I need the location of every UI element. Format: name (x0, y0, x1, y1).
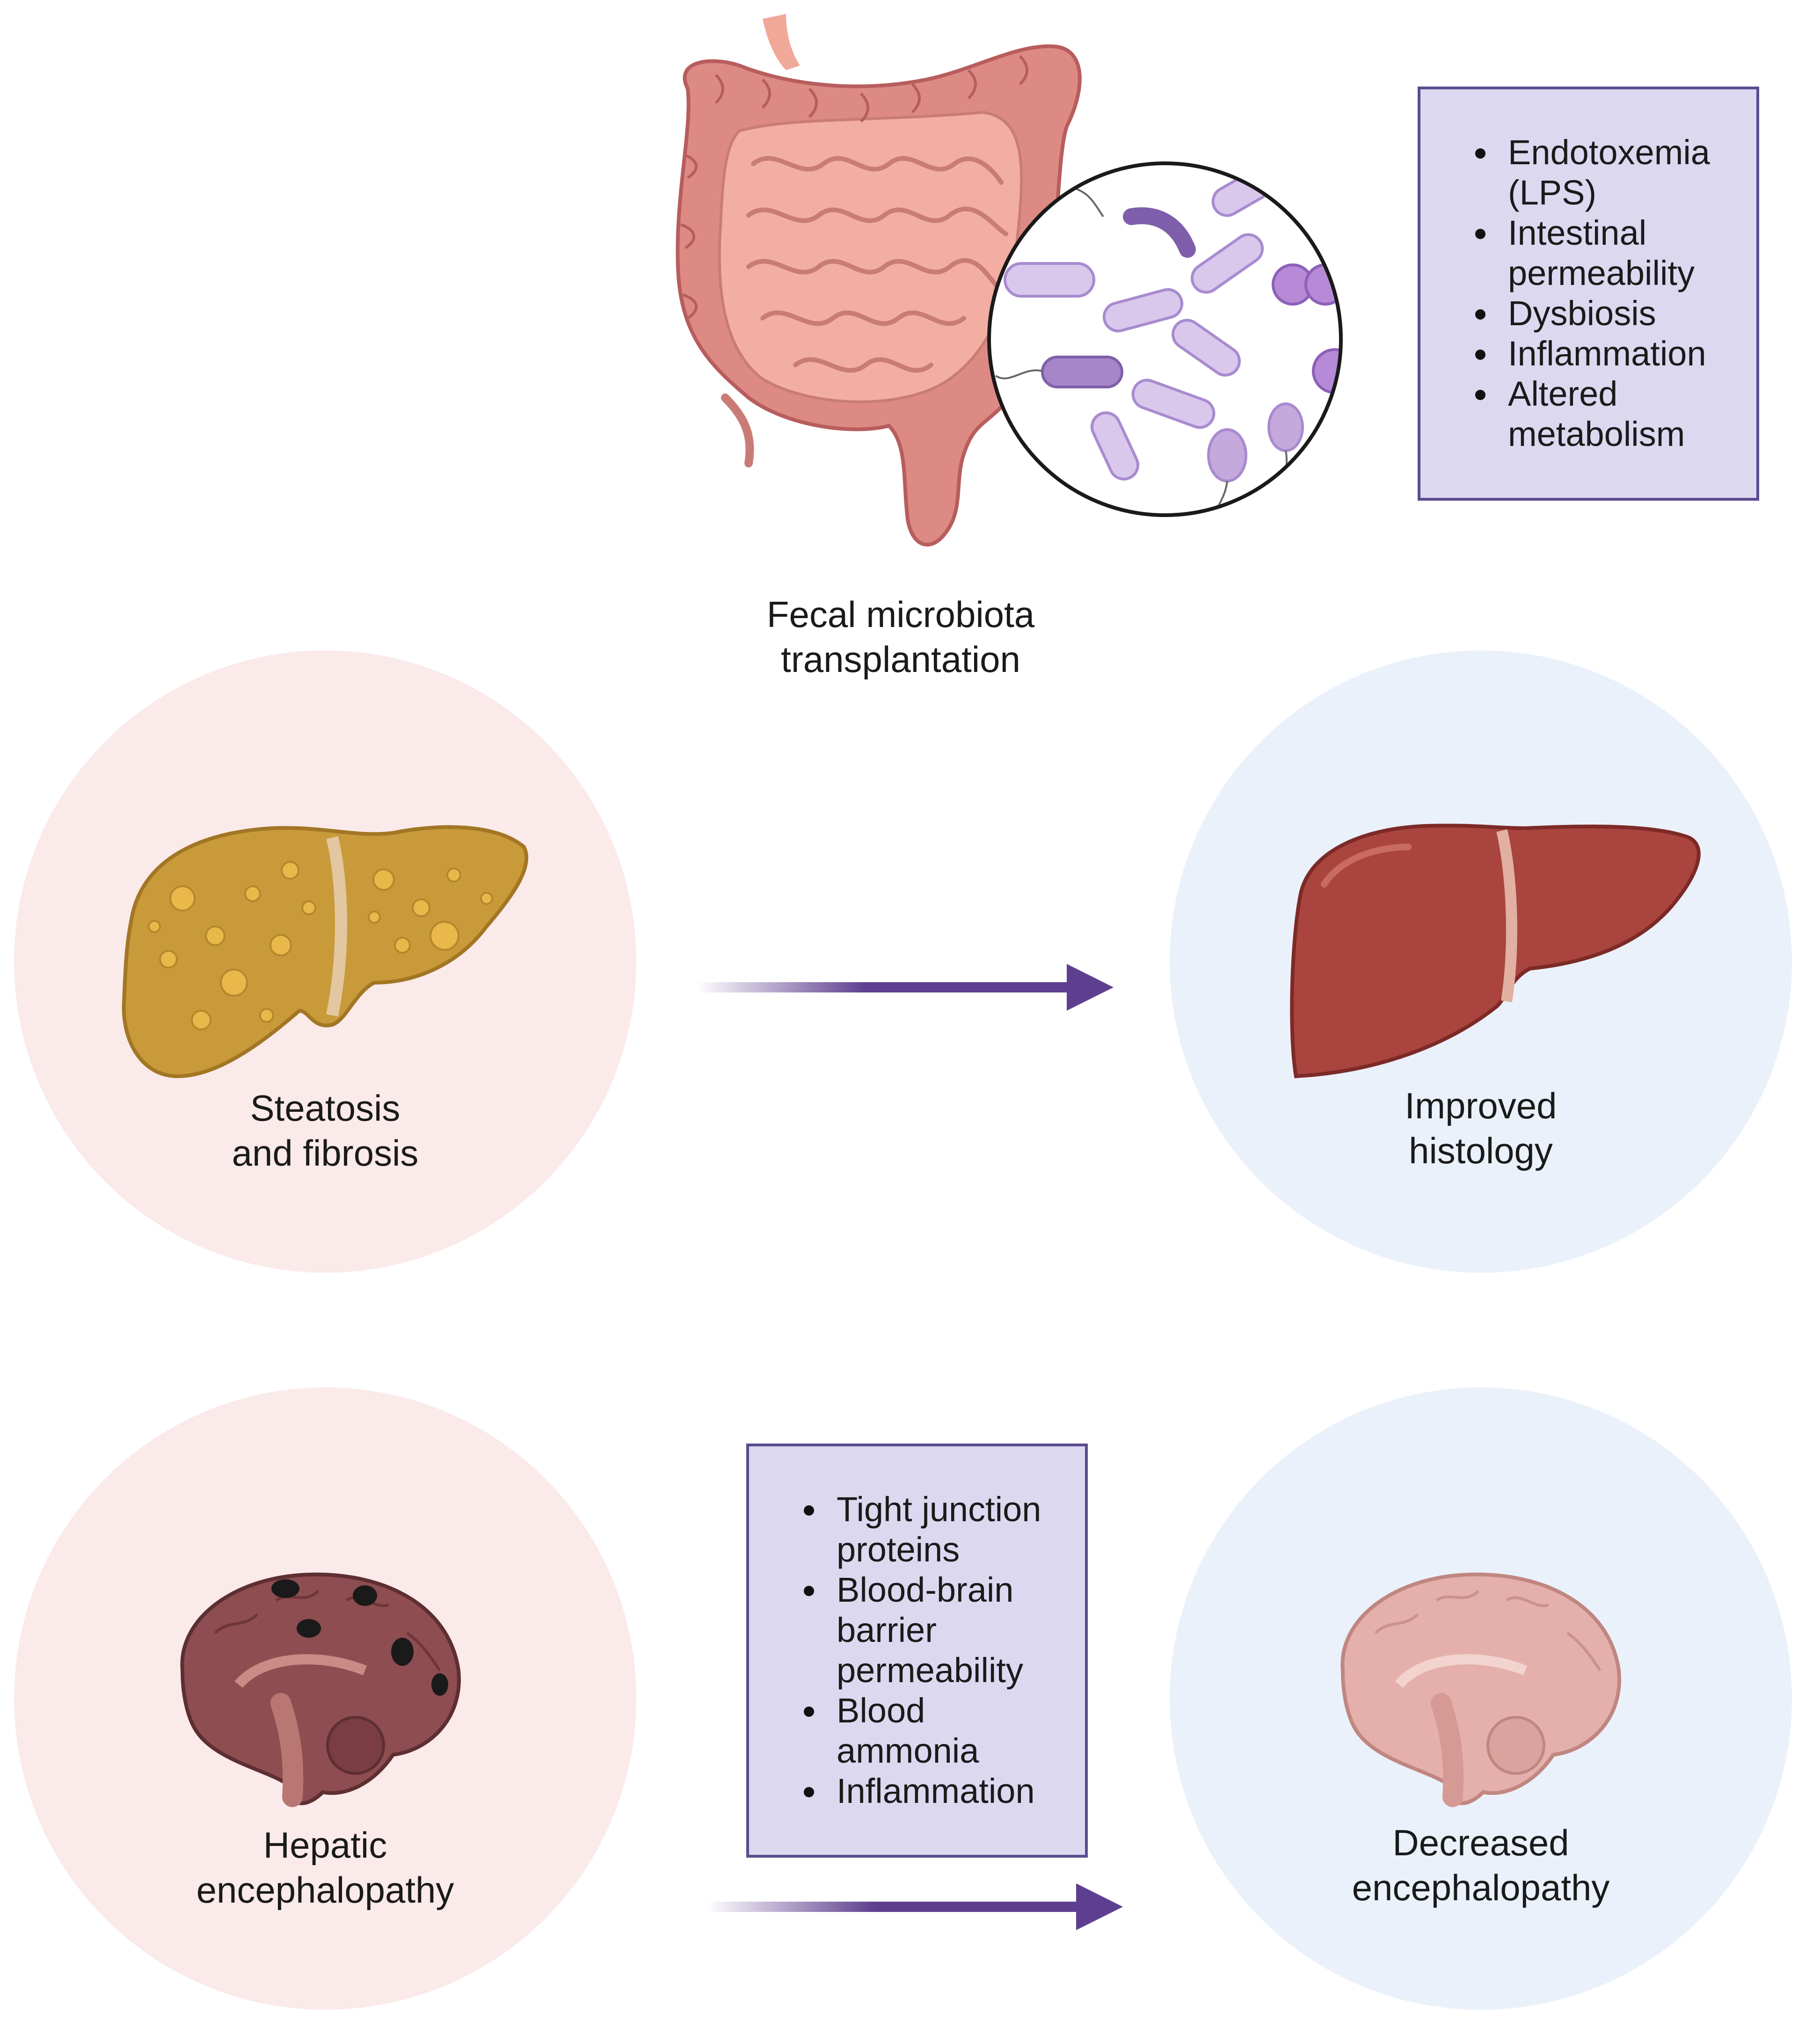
after-liver-label-line1: Improved (1405, 1085, 1557, 1126)
healthy-brain-illustration (1329, 1563, 1628, 1816)
bacteria-icon (995, 169, 1339, 513)
brain-effects-box: Tight junction proteins Blood-brain barr… (746, 1444, 1088, 1858)
list-item: Blood-brain barrier permeability (794, 1570, 1071, 1691)
list-item: Altered metabolism (1465, 374, 1742, 454)
list-item: Tight junction proteins (794, 1489, 1071, 1570)
list-item: Inflammation (794, 1771, 1071, 1811)
after-brain-label-line1: Decreased (1392, 1822, 1569, 1863)
intestine-illustration (646, 14, 1137, 590)
before-brain-label-line1: Hepatic (263, 1824, 387, 1866)
before-liver-label-line2: and fibrosis (232, 1132, 419, 1174)
list-item: Endotoxemia (LPS) (1465, 132, 1742, 213)
liver-improvement-arrow (697, 962, 1114, 1013)
before-liver-label: Steatosis and fibrosis (140, 1086, 510, 1175)
brain-effects-list: Tight junction proteins Blood-brain barr… (794, 1489, 1071, 1811)
list-item: Dysbiosis (1465, 293, 1742, 334)
list-item: Blood ammonia (794, 1691, 1071, 1771)
after-brain-label: Decreased encephalopathy (1296, 1820, 1666, 1910)
fmt-label: Fecal microbiota transplantation (725, 592, 1076, 682)
healthy-liver-illustration (1287, 800, 1708, 1090)
after-brain-label-line2: encephalopathy (1352, 1867, 1610, 1908)
gut-effects-box: Endotoxemia (LPS) Intestinal permeabilit… (1418, 87, 1759, 501)
gut-effects-list: Endotoxemia (LPS) Intestinal permeabilit… (1465, 132, 1742, 454)
after-liver-label-line2: histology (1409, 1130, 1553, 1171)
fmt-label-line2: transplantation (781, 639, 1020, 680)
microbiota-zoom-circle (987, 161, 1343, 517)
encephalopathy-improvement-arrow (706, 1881, 1123, 1933)
list-item: Intestinal permeability (1465, 213, 1742, 293)
fmt-label-line1: Fecal microbiota (766, 594, 1035, 635)
fatty-liver-illustration (112, 805, 533, 1086)
before-brain-label: Hepatic encephalopathy (140, 1823, 510, 1912)
list-item: Inflammation (1465, 334, 1742, 374)
before-liver-label-line1: Steatosis (250, 1087, 400, 1129)
before-brain-label-line2: encephalopathy (196, 1869, 454, 1911)
hepatic-brain-illustration (168, 1563, 468, 1816)
after-liver-label: Improved histology (1296, 1083, 1666, 1173)
